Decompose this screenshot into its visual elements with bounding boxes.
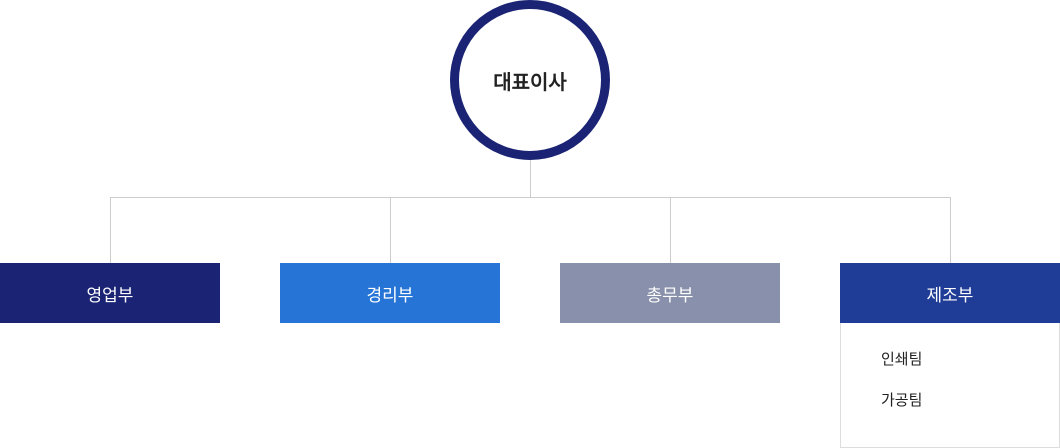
dept-general-affairs-label: 총무부 [646, 285, 694, 306]
manufacturing-connector [950, 197, 951, 263]
ceo-node: 대표이사 [450, 0, 610, 160]
dept-manufacturing: 제조부 [840, 263, 1060, 323]
general-affairs-connector [670, 197, 671, 263]
accounting-connector [390, 197, 391, 263]
dept-sales-label: 영업부 [86, 285, 134, 306]
dept-manufacturing-label: 제조부 [926, 285, 974, 306]
dept-accounting: 경리부 [280, 263, 500, 323]
team-processing: 가공팀 [881, 391, 923, 409]
branch-horizontal-connector [110, 197, 951, 198]
sales-connector [110, 197, 111, 263]
dept-accounting-label: 경리부 [366, 285, 414, 306]
manufacturing-team-list: 인쇄팀 가공팀 [840, 323, 1060, 448]
ceo-connector [530, 160, 531, 197]
team-printing: 인쇄팀 [881, 350, 923, 368]
dept-sales: 영업부 [0, 263, 220, 323]
ceo-label: 대표이사 [493, 69, 567, 94]
dept-general-affairs: 총무부 [560, 263, 780, 323]
